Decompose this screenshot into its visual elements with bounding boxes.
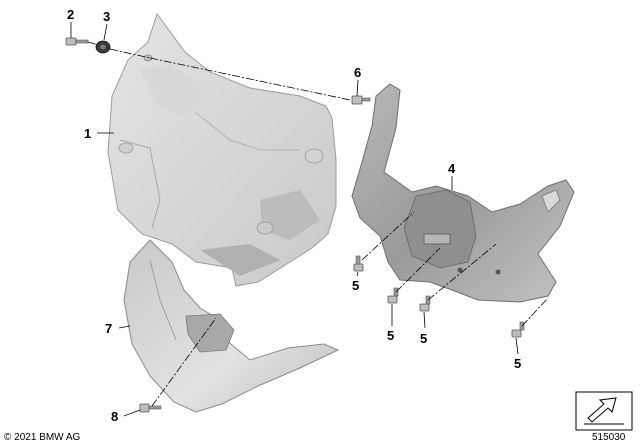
screw-6	[351, 95, 371, 105]
callout-5d: 5	[514, 356, 521, 371]
callout-2: 2	[67, 7, 74, 22]
callout-5a: 5	[352, 278, 359, 293]
screw-2	[65, 37, 89, 46]
callout-8: 8	[111, 409, 118, 424]
callout-6: 6	[354, 65, 361, 80]
bracket-part	[351, 83, 575, 303]
screw-5d	[511, 321, 525, 338]
screw-8	[139, 403, 162, 413]
leader-lines	[70, 22, 519, 417]
screw-5a	[353, 255, 364, 272]
callout-5c: 5	[420, 331, 427, 346]
grommet-3	[95, 40, 111, 54]
callout-3: 3	[103, 9, 110, 24]
callout-1: 1	[84, 126, 91, 141]
lower-cover-part	[123, 239, 340, 413]
screw-5b	[387, 287, 399, 304]
document-number: 515030	[592, 432, 626, 443]
callout-7: 7	[105, 321, 112, 336]
page-corner-arrow-icon	[575, 391, 633, 431]
screw-5c	[419, 295, 431, 312]
callout-4: 4	[448, 161, 456, 176]
copyright-text: © 2021 BMW AG	[4, 432, 81, 443]
windscreen-part	[107, 12, 337, 287]
callout-5b: 5	[387, 328, 394, 343]
callout-labels: 1 2 3 4 5 5 5 5 5 6 7 8	[67, 7, 521, 424]
assembly-lines	[87, 41, 549, 407]
